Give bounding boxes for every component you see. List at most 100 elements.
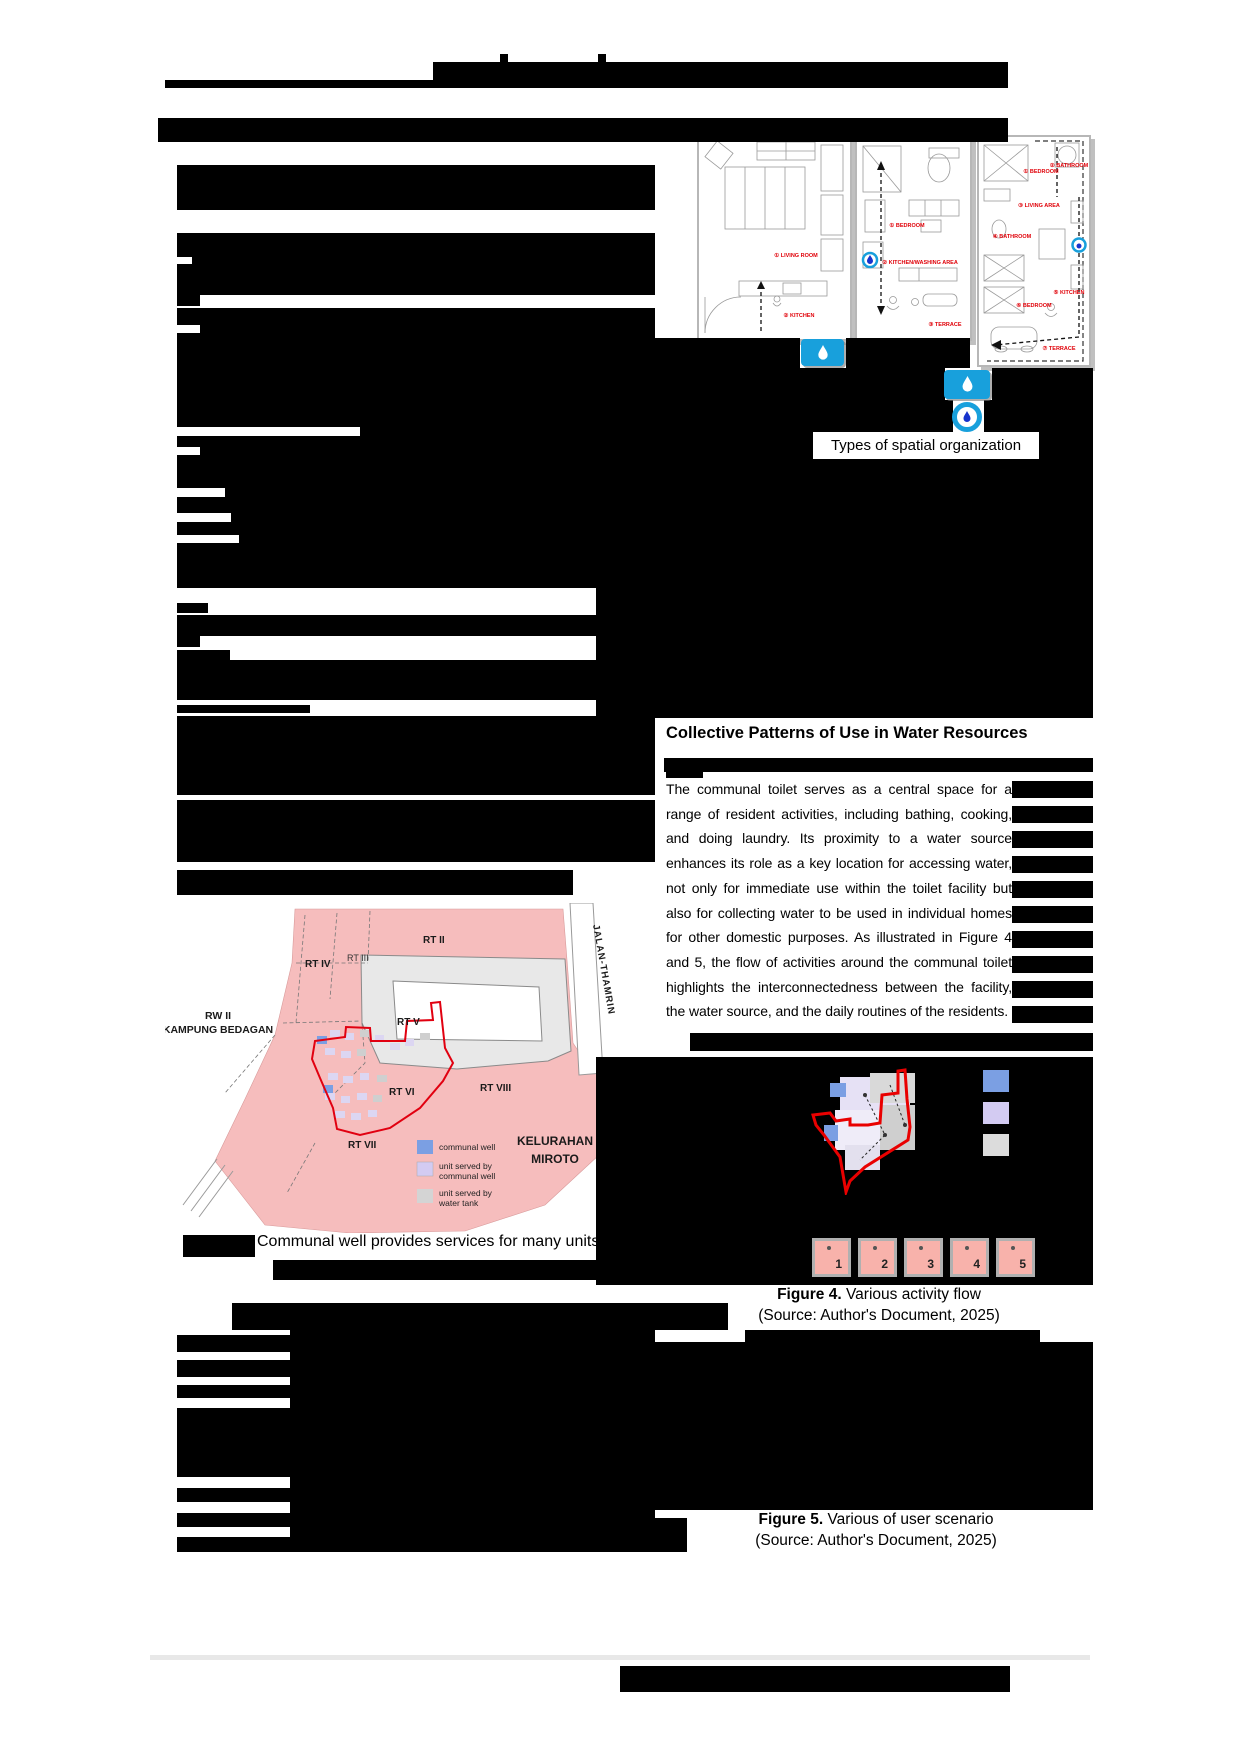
map-label-rt6: RT VI [389, 1087, 415, 1098]
redaction-bar [1012, 981, 1093, 998]
redaction-bar [1012, 781, 1093, 798]
room-label: ⑥ BEDROOM [1016, 302, 1052, 309]
redaction-bar [177, 650, 230, 660]
fig3-caption: Types of spatial organization [830, 437, 1022, 454]
map-label-rt3: RT III [347, 953, 369, 963]
legend-swatch-communal-well [417, 1140, 433, 1154]
redaction-bar [232, 1303, 655, 1330]
floorplan-3: ① BEDROOM ② BATHROOM ③ LIVING AREA ④ BAT… [977, 135, 1091, 367]
map-caption: Communal well provides services for many… [257, 1233, 600, 1250]
redaction-bar [666, 772, 703, 778]
section-paragraph: The communal toilet serves as a central … [666, 781, 1012, 1020]
redaction-bar [846, 338, 970, 368]
room-label: ① BEDROOM [889, 222, 925, 229]
legend-swatch-unit-water-tank [417, 1189, 433, 1203]
room-label: ③ TERRACE [928, 321, 961, 328]
redaction-bar [360, 427, 655, 436]
map-label-rt8: RT VIII [480, 1083, 511, 1094]
redaction-bar [596, 433, 815, 458]
redaction-bar [177, 1335, 290, 1352]
fig5-caption-source: (Source: Author's Document, 2025) [755, 1532, 997, 1549]
redaction-bar [596, 400, 953, 433]
redaction-bar [745, 1330, 1040, 1342]
room-label: ② KITCHEN [784, 312, 815, 319]
fig4-caption-source: (Source: Author's Document, 2025) [758, 1307, 1000, 1324]
room-label: ③ LIVING AREA [1018, 202, 1060, 209]
room-label: ① BEDROOM [1023, 168, 1059, 175]
map-label-rt2: RT II [423, 935, 445, 946]
redaction-bar [177, 1513, 290, 1527]
redaction-bar [177, 636, 200, 647]
map-label-rt5: RT V [397, 1017, 420, 1028]
redaction-gap [177, 535, 239, 543]
redaction-bar [622, 1342, 1093, 1510]
scenario-square: 5 [996, 1238, 1035, 1277]
floorplan-1-drawing: ① LIVING ROOM ② KITCHEN [704, 140, 844, 334]
redaction-bar [1037, 433, 1093, 458]
redaction-bar [1012, 906, 1093, 923]
redaction-gap [177, 325, 200, 333]
fig5-caption-label: Figure 5. [758, 1511, 824, 1528]
redaction-bar [598, 54, 606, 64]
redaction-bar [984, 400, 1093, 433]
redaction-bar [1012, 1006, 1093, 1023]
fig4-legend [983, 1070, 1009, 1160]
map-label-rt4: RT IV [305, 959, 331, 970]
redaction-bar [177, 436, 655, 588]
legend-label: communal well [439, 1142, 495, 1152]
redaction-bar [177, 870, 573, 895]
redaction-gap [177, 257, 192, 264]
redaction-bar [992, 368, 1093, 400]
redaction-bar [433, 62, 1008, 88]
footer-rule [150, 1655, 1090, 1660]
scenario-square: 2 [858, 1238, 897, 1277]
redaction-bar [177, 716, 655, 795]
redaction-bar [177, 1360, 290, 1377]
redaction-bar [177, 233, 655, 295]
redaction-bar [177, 295, 200, 306]
activity-flow-outline [811, 1068, 912, 1195]
redaction-bar [1012, 831, 1093, 848]
redaction-bar [690, 1033, 1093, 1051]
map-label-rt7: RT VII [348, 1140, 377, 1151]
redaction-bar [177, 705, 310, 713]
floorplan-1: ① LIVING ROOM ② KITCHEN [697, 135, 852, 341]
section-heading: Collective Patterns of Use in Water Reso… [666, 724, 1028, 742]
redaction-gap [177, 447, 200, 455]
water-drop-icon [944, 370, 990, 399]
redaction-bar [177, 1408, 290, 1477]
redaction-bar [1012, 956, 1093, 973]
fig4-caption: Figure 4. Various activity flow (Source:… [664, 1284, 1094, 1326]
redaction-bar [158, 118, 1008, 142]
redaction-gap [177, 513, 231, 522]
redaction-bar [177, 1537, 290, 1552]
redaction-bar [177, 165, 655, 210]
redaction-bar [1012, 881, 1093, 898]
fig4-legend-swatch [983, 1070, 1009, 1092]
room-label: ⑦ TERRACE [1042, 345, 1075, 352]
redaction-bar [620, 1303, 728, 1330]
redaction-bar [165, 80, 433, 88]
redaction-bar [620, 1666, 1010, 1692]
floorplan-3-drawing: ① BEDROOM ② BATHROOM ③ LIVING AREA ④ BAT… [983, 140, 1089, 362]
redaction-bar [1012, 931, 1093, 948]
fig4-caption-text: Various activity flow [841, 1286, 981, 1303]
fig3-caption-box: Types of spatial organization [813, 432, 1039, 459]
legend-label: unit served by [439, 1188, 493, 1198]
redaction-bar [664, 758, 1093, 772]
redaction-bar [1012, 806, 1093, 823]
fig4-caption-label: Figure 4. [777, 1286, 842, 1303]
served-area-outline [310, 1000, 455, 1137]
redaction-bar [596, 458, 1093, 718]
room-label: ② KITCHEN/WASHING AREA [882, 259, 958, 266]
fig5-caption-text: Various of user scenario [823, 1511, 994, 1528]
redaction-gap [177, 488, 225, 497]
scenario-square: 3 [904, 1238, 943, 1277]
floorplan-2-drawing: ① BEDROOM ② KITCHEN/WASHING AREA ③ TERRA… [861, 145, 962, 328]
communal-well-marker [323, 1085, 333, 1093]
kampung-map: RT II RT III RT IV RT V RT VI RT VII RT … [165, 903, 617, 1233]
redaction-bar [500, 54, 508, 64]
fig4-legend-swatch [983, 1102, 1009, 1124]
